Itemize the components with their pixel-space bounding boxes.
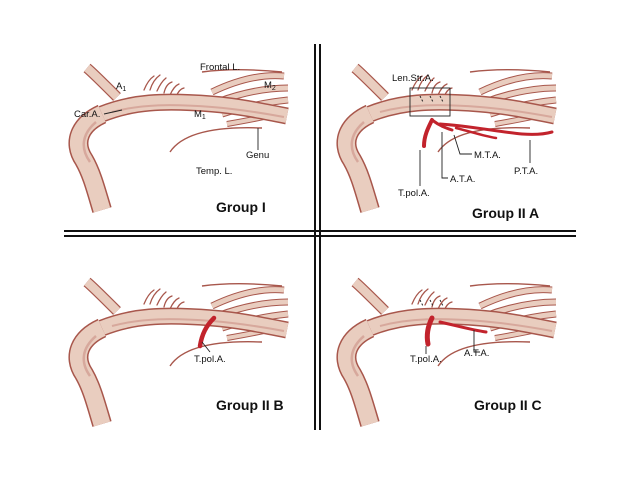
label-carotid-artery: Car.A. — [74, 109, 100, 120]
label-frontal-lobe: Frontal L. — [200, 62, 240, 73]
title-group-2a: Group II A — [472, 205, 539, 221]
label-tpol-2c: T.pol.A. — [410, 354, 442, 365]
leader-ata-2a — [441, 132, 448, 179]
branch-anterior-temporal-2c — [438, 320, 488, 334]
lenticulostriate-box — [409, 87, 451, 117]
panel-group-2c: T.pol.A. A.T.A. Group II C — [346, 282, 556, 424]
branch-middle-temporal — [454, 126, 498, 140]
label-ata-2a: A.T.A. — [450, 174, 475, 185]
branch-posterior-temporal — [438, 122, 554, 136]
leader-mta — [453, 134, 472, 155]
branch-temporal-polar — [422, 118, 434, 148]
label-tpol-2a: T.pol.A. — [398, 188, 430, 199]
label-m2: M2 — [264, 80, 276, 92]
branch-temporal-polar-2c — [424, 315, 435, 347]
label-mta: M.T.A. — [474, 150, 501, 161]
title-group-2b: Group II B — [216, 397, 284, 413]
label-tpol-2b: T.pol.A. — [194, 354, 226, 365]
panel-group-2a: Len.Str.A. M.T.A. P.T.A. A.T.A. T.pol.A.… — [346, 68, 556, 221]
label-lenticulostriate: Len.Str.A. — [392, 73, 434, 84]
divider-horizontal-bottom — [64, 235, 576, 237]
label-genu: Genu — [246, 150, 269, 161]
label-ata-2c: A.T.A. — [464, 348, 489, 359]
title-group-1: Group I — [216, 199, 266, 215]
title-group-2c: Group II C — [474, 397, 542, 413]
divider-horizontal-top — [64, 230, 576, 232]
label-a1: A1 — [116, 81, 126, 93]
branch-temporal-polar-2b — [197, 315, 217, 349]
panel-group-2b: T.pol.A. Group II B — [78, 282, 288, 424]
label-temporal-lobe: Temp. L. — [196, 166, 232, 177]
label-pta: P.T.A. — [514, 166, 538, 177]
label-m1: M1 — [194, 109, 206, 121]
panel-group-1: Frontal L. A1 M2 Car.A. M1 Genu Temp. L.… — [74, 62, 288, 215]
leader-tpol-2b — [201, 341, 211, 353]
leader-carotid — [103, 109, 123, 115]
branch-anterior-temporal — [430, 118, 454, 132]
panel-dividers — [64, 44, 576, 430]
leader-ata-2c — [473, 330, 480, 353]
